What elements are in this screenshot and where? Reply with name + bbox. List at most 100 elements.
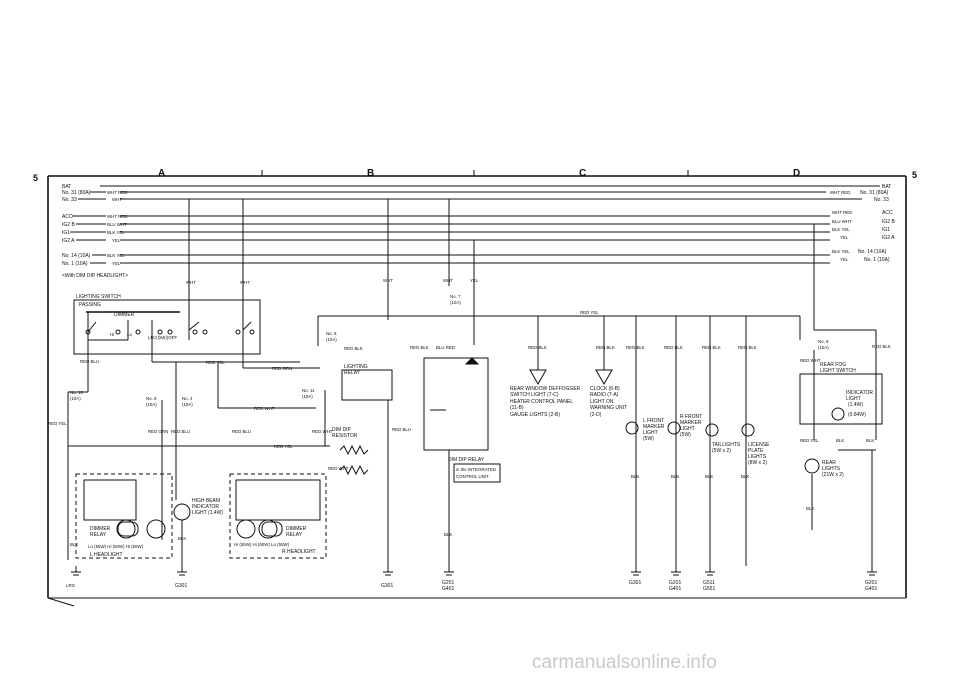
dimmer-relay-right-label-2: RELAY [286,532,303,538]
wire-label-wht-a1: WHT [186,280,196,285]
fuse-10-label: No. 10 [70,390,83,395]
lighting-relay-label-1: LIGHTING [344,364,368,370]
wire-label-wht-red-acc-right: WHT RED [832,210,852,215]
wire-label-yel-1-right: YEL [840,257,849,262]
bus-label-acc-left: ACC [62,214,73,220]
wire-label-red-blu-b: RED BLU [232,429,251,434]
wire-label-blk-a: BLK [70,542,78,547]
note-left-2: SWITCH LIGHT (7-C) [510,392,559,398]
indicator-label-2: LIGHT [846,396,861,402]
ground-symbol [671,566,681,576]
bus-label-ig2b-right: IG2 B [882,219,895,225]
note-left-3: HEATER CONTROL PANEL [510,399,573,405]
wire-label-red-yel-top: RED YEL [580,310,599,315]
integrated-label-2: CONTROL UNIT [456,474,489,479]
r-front-marker-label-1: R FRONT [680,414,702,420]
ground-symbol [631,566,641,576]
bus-label-no14-right: No. 14 (10A) [858,249,887,255]
wire-label-blu-wht-right: BLU WHT [832,219,852,224]
left-headlight-assembly: DIMMER RELAY Lo (55W) Hi (60W) Hi (55W) … [70,473,223,566]
wire-label-blk-d1: BLK [631,474,639,479]
bus-label-no1-right: No. 1 (10A) [864,257,890,263]
r-front-marker-label-3: LIGHT [680,426,695,432]
wire-label-red-wht-b: RED WHT [312,429,333,434]
wire-label-red-yel-lower: RED YEL [274,444,293,449]
wire-label-red-blu-a2: RED BLU [171,429,190,434]
l-front-marker-label-1: L FRONT [643,418,664,424]
column-header-a: A [158,168,165,179]
l-front-marker-label-2: MARKER [643,424,665,430]
wire-label-red-grn: RED GRN [272,366,292,371]
wire-label-yel-left: YEL [112,238,121,243]
fuse-4-rating: (10A) [182,402,193,407]
bus-label-no14-left: No. 14 (10A) [62,253,91,259]
bus-label-bat-right: BAT [882,184,891,190]
wire-label-red-blk-c3: RED BLK [596,345,615,350]
wire-label-red-blk-b: RED BLK [344,346,363,351]
wire-label-red-wht-a: RED WHT [254,406,275,411]
bus-labels-right: BAT WHT RED No. 31 (80A) No. 33 WHT RED … [830,184,895,263]
wire-label-blk-yel-right: BLK YEL [832,227,850,232]
note-right-4: WARNING UNIT [590,405,627,411]
ground-symbol [177,566,187,576]
wire-label-red-blk-c: RED BLK [410,345,429,350]
ground-label-g301-c: G301 [629,580,641,586]
column-headers: A B C D [158,168,800,179]
fuse-4-label: No. 4 [182,396,193,401]
fuse-11-rating: (10A) [302,394,313,399]
wire-label-wht-red-left: WHT RED [107,190,127,195]
indicator-label-4: (0.84W) [848,412,866,418]
bus-label-bat-left: BAT [62,184,71,190]
column-c-wiring: RED BLK RED BLK REAR WINDOW DEFFOGGER SW… [510,316,627,418]
column-b-wiring: RED YEL No. 8 (10A) RED BLK LIGHTING REL… [232,310,800,566]
hi-position-label: Hi [110,332,114,337]
ground-label-g201-d: G201 [669,580,681,586]
right-headlight-assembly: DIMMER RELAY Hi (55W) Hi (60W) Lo (55W) … [229,473,327,559]
wire-label-wht-a2: WHT [240,280,250,285]
rear-fog-switch-label-1: REAR FOG [820,362,846,368]
note-right-2: RADIO (7-A) [590,392,619,398]
indicator-label-3: (1.4W) [848,402,863,408]
dim-dip-resistor-label-1: DIM DIP [332,427,352,433]
wire-label-blu-red: BLU RED [436,345,455,350]
bus-label-no1-left: No. 1 (10A) [62,261,88,267]
marker-tail-lights: RED BLK RED BLK RED BLK RED BLK L FRONT … [625,316,770,566]
bus-label-ig1-left: IG1 [62,230,70,236]
bus-label-acc-right: ACC [882,210,893,216]
footer-mark: LRG [66,583,76,588]
r-front-marker-label-2: MARKER [680,420,702,426]
bus-label-no31-left: No. 31 (80A) [62,190,91,196]
integrated-label-1: in the INTEGRATED [456,467,496,472]
dimmer-relay-left-label-1: DIMMER [90,526,111,532]
ground-symbol [867,566,877,576]
wire-label-blu-wht-left: BLU WHT [107,222,127,227]
wire-label-red-grn-a: RED GRN [148,429,168,434]
fuse-9-label: No. 9 [818,339,829,344]
note-left-4: (11-B) [510,405,524,411]
left-headlight-label: L HEADLIGHT [90,552,123,558]
wire-label-red-blu-b2: RED BLU [392,427,411,432]
bus-label-no31-right: No. 31 (80A) [860,190,889,196]
ground-symbol [444,566,454,576]
wire-label-blk-c: BLK [444,532,452,537]
ground-label-g401-d: G401 [669,586,681,592]
wire-label-red-blk-d3: RED BLK [702,345,721,350]
wire-label-red-yel-a: RED YEL [48,421,67,426]
fuse-9-rating: (10A) [818,345,829,350]
wire-label-blk-d3: BLK [705,474,713,479]
switch-positions-label: (J)C(I)M(I)OFF [148,335,177,340]
wire-label-red-yel-fog: RED YEL [800,438,819,443]
ground-label-g201-e: G201 [865,580,877,586]
ground-symbol [71,566,81,576]
wire-label-red-blk-c2: RED BLK [528,345,547,350]
taillights-label-2: (5W x 2) [712,448,731,454]
dimmer-relay-right-label-1: DIMMER [286,526,307,532]
license-label-1: LICENSE [748,442,770,448]
wire-label-yel-c: YEL [470,278,479,283]
bus-label-ig2a-left: IG2 A [62,238,75,244]
bus-label-ig2b-left: IG2 B [62,222,75,228]
wire-label-red-wht-fog: RED WHT [800,358,821,363]
rear-fog-section: No. 9 (10A) RED BLK RED WHT REAR FOG LIG… [799,316,891,566]
lighting-switch: LIGHTING SWITCH PASSING DIMMER Hi Lo (J)… [73,294,261,355]
side-number-left: 5 [33,173,38,183]
